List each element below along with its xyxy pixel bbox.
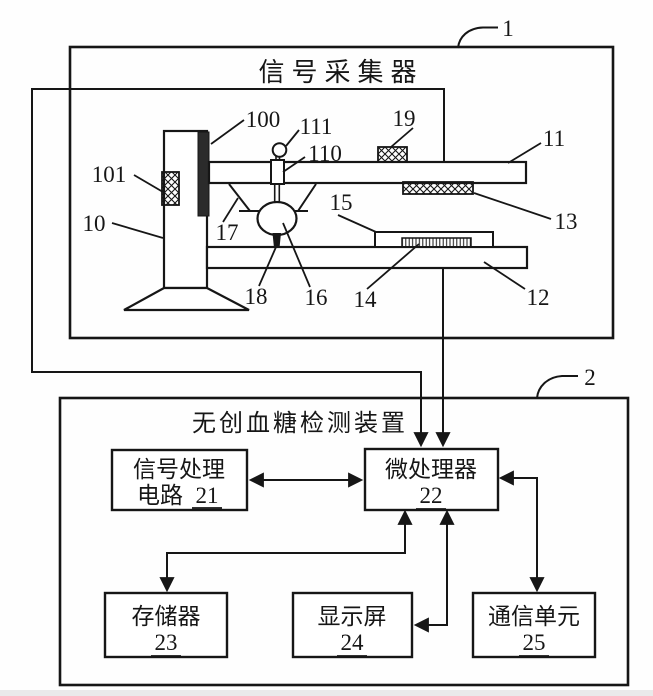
leader-101 [133,174,164,193]
label-100: 100 [246,107,281,132]
label-16: 16 [305,285,328,310]
label-10: 10 [83,211,106,236]
rail-100 [197,131,210,217]
ref-1-label: 1 [502,16,514,41]
label-12: 12 [527,285,550,310]
leader-19 [390,127,414,148]
label-19: 19 [393,106,416,131]
device-box [58,396,630,687]
device-title: 无创血糖检测装置 [192,410,408,437]
leader-13 [473,192,552,220]
block-24-num: 24 [341,630,365,655]
block-22-processor [363,447,500,512]
ref-1-hook [457,26,498,49]
leader-16 [282,222,311,288]
lower-plate-12 [205,245,529,270]
funnel-17-left-slant [228,183,251,212]
leader-17 [222,197,239,223]
leader-15 [337,214,377,233]
label-15: 15 [330,190,353,215]
block-25-num: 25 [523,630,546,655]
knob-111 [271,142,288,158]
leader-110 [282,156,306,173]
label-101: 101 [92,162,127,187]
ref-2-hook [536,375,578,399]
upper-plate-11 [207,160,528,185]
label-11: 11 [543,126,565,151]
ref-2-label: 2 [584,365,596,390]
label-18: 18 [245,284,268,309]
label-111: 111 [300,114,333,139]
leader-11 [507,142,542,164]
block-23-num: 23 [155,630,178,655]
funnel-17-right-slant [297,183,317,212]
tip-18 [272,233,281,248]
ball-16 [256,200,298,237]
stand-base [123,286,250,312]
block-23-label: 存储器 [132,604,201,629]
leader-12 [483,261,526,290]
block-21-line1: 信号处理 [133,457,225,482]
wire-pad13-to-processor [31,88,452,448]
leader-111 [285,129,300,147]
block-24-label: 显示屏 [318,604,387,629]
collector-box [68,45,615,340]
rod-110 [270,159,285,185]
leader-100 [210,119,245,145]
leader-14 [366,243,420,290]
block-23-memory [103,591,229,659]
leader-10 [111,222,164,239]
block-22-num: 22 [420,483,443,508]
block-21-line2: 电路 [137,483,183,508]
block-22-label: 微处理器 [385,457,477,482]
block-24-display [291,591,414,659]
collector-title: 信号采集器 [258,58,423,87]
wire-22-24 [413,509,455,633]
label-17: 17 [216,220,239,245]
label-13: 13 [555,209,578,234]
leader-18 [258,246,277,287]
block-25-comm [471,591,597,659]
sensor-14 [401,237,472,248]
label-110: 110 [308,141,342,166]
block-21-num: 21 [196,483,219,508]
block-25-label: 通信单元 [488,604,580,629]
pad-13 [402,181,474,195]
wire-22-25 [498,470,545,593]
block-21-signal-circuit [110,448,249,512]
slider-101 [161,171,180,206]
block-19 [377,146,408,163]
wire-22-23 [159,509,413,593]
label-14: 14 [354,287,378,312]
scan-artifact-band [0,690,653,696]
